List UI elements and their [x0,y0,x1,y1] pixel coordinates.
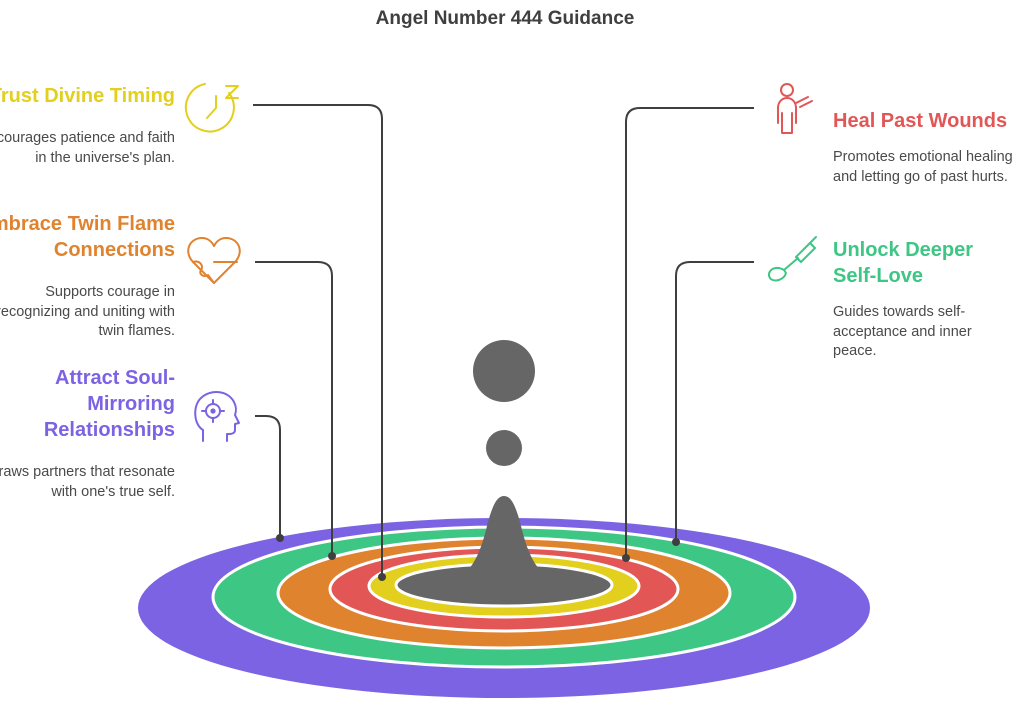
connector-twin-flame [255,261,333,555]
head-target-icon [194,391,240,442]
item-heading: Embrace Twin Flame Connections [0,213,175,261]
anchor-dot-twin-flame [328,552,336,560]
connector-trust [253,104,383,576]
item-heading: Heal Past Wounds [833,110,1008,132]
item-description: Draws partners that resonate with one's … [0,464,175,500]
item-soul-mirroring: Attract Soul-Mirroring Relationships Dra… [0,365,175,502]
page-title: Angel Number 444 Guidance [375,8,635,29]
heart-puzzle-icon [187,237,241,284]
item-description: Promotes emotional healing and letting g… [833,149,1013,185]
item-self-love: Unlock Deeper Self-Love Guides towards s… [833,237,1003,362]
item-heading: Attract Soul-Mirroring Relationships [43,367,175,441]
person-bandage-icon [777,83,813,134]
connector-self-love [675,261,754,541]
anchor-dot-self-love [672,538,680,546]
item-twin-flame: Embrace Twin Flame Connections Supports … [0,211,175,342]
item-heading: Unlock Deeper Self-Love [833,239,974,287]
anchor-dot-trust [378,573,386,581]
item-description: Supports courage in recognizing and unit… [0,284,175,339]
anchor-dot-soul-mirror [276,534,284,542]
clock-icon [184,83,239,133]
anchor-dot-heal [622,554,630,562]
connector-heal [625,107,754,557]
droplet-large [473,340,535,402]
connector-soul-mirror [255,415,281,537]
item-heading: Trust Divine Timing [0,85,175,107]
droplet-small [486,430,522,466]
item-description: Encourages patience and faith in the uni… [0,130,175,166]
splash-peak [426,496,582,588]
item-trust-divine-timing: Trust Divine Timing Encourages patience … [0,83,175,168]
item-heal-past-wounds: Heal Past Wounds Promotes emotional heal… [833,108,1023,187]
brush-icon [768,236,817,282]
item-description: Guides towards self-acceptance and inner… [833,304,972,359]
